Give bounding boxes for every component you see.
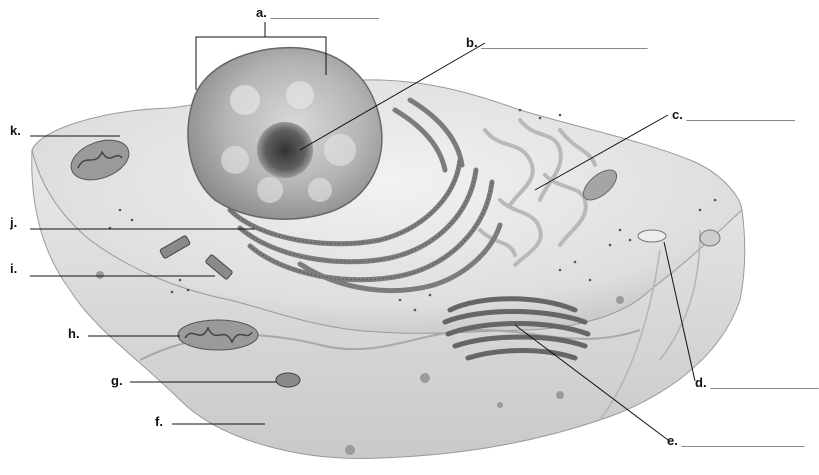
vesicle-g <box>276 373 300 387</box>
vesicle-d <box>638 230 666 242</box>
label-c-letter: c. <box>672 107 683 122</box>
label-b-blank: _______________________ <box>481 35 647 50</box>
label-a: a. _______________ <box>256 6 379 20</box>
label-e-letter: e. <box>667 433 678 448</box>
label-a-blank: _______________ <box>270 5 378 20</box>
nucleolus <box>257 122 313 178</box>
label-i: i. <box>10 262 17 276</box>
mitochondrion-h <box>178 320 258 350</box>
label-f: f. <box>155 415 163 429</box>
label-h: h. <box>68 327 80 341</box>
label-c: c. _______________ <box>672 108 795 122</box>
label-c-blank: _______________ <box>686 107 794 122</box>
label-d-blank: _______________ <box>710 375 818 390</box>
label-g: g. <box>111 374 123 388</box>
label-j: j. <box>10 216 17 230</box>
label-a-letter: a. <box>256 5 267 20</box>
label-e: e. _________________ <box>667 434 804 448</box>
label-b-letter: b. <box>466 35 478 50</box>
label-b: b. _______________________ <box>466 36 647 50</box>
label-d-letter: d. <box>695 375 707 390</box>
label-e-blank: _________________ <box>681 433 804 448</box>
label-d: d. _______________ <box>695 376 819 390</box>
vesicle-right <box>700 230 720 246</box>
label-k: k. <box>10 124 21 138</box>
